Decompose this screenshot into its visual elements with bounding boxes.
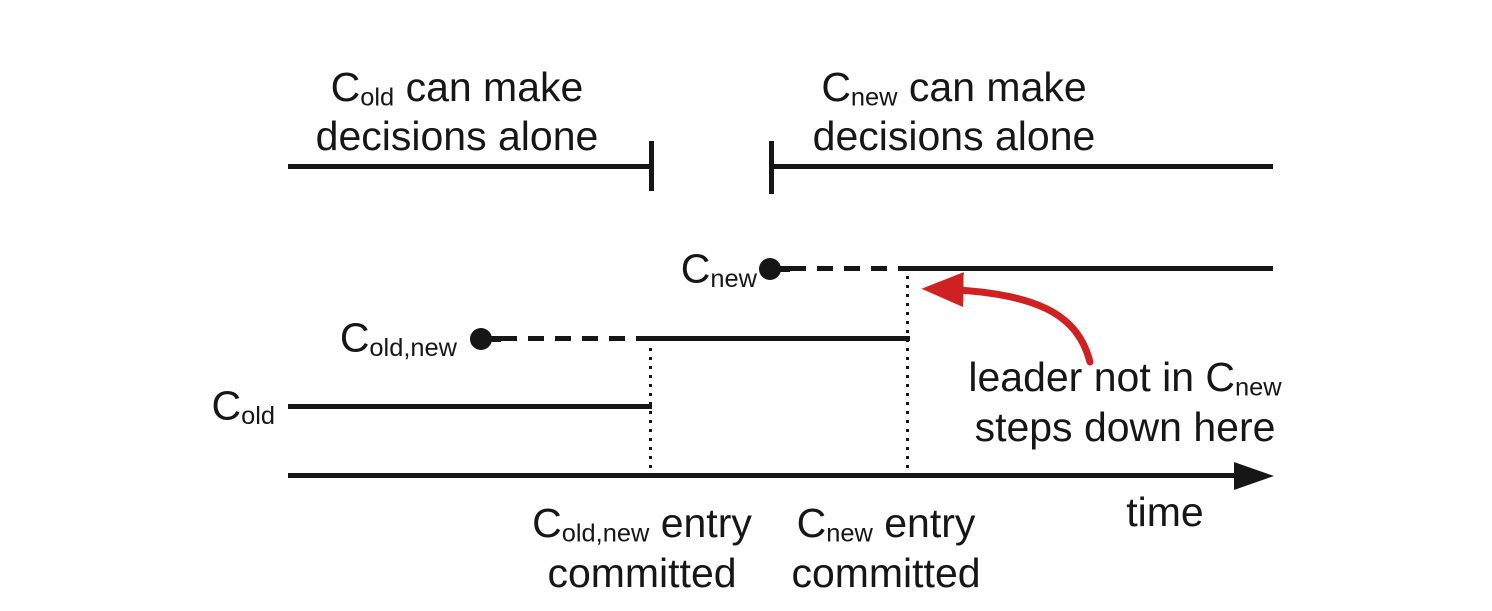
- cnew-symbol: Cnew: [821, 64, 898, 112]
- coldnew-uncommitted-dashed-line: [501, 336, 645, 341]
- time-axis: [288, 473, 1240, 478]
- coldnew-entry-committed-dotted-line: [649, 348, 652, 474]
- cnew-uncommitted-dashed-line: [790, 266, 907, 271]
- cnew-dot-stub: [770, 266, 790, 272]
- cnew-entry-committed-dotted-line: [906, 276, 909, 474]
- cold-symbol: Cold: [330, 64, 395, 112]
- coldnew-symbol: Cold,new: [532, 500, 650, 548]
- row-label-cold: Cold: [211, 382, 275, 431]
- row-label-coldnew: Cold,new: [339, 314, 457, 363]
- cnew-symbol: Cnew: [1205, 354, 1282, 402]
- bracket-label-cnew-decisions: Cnew can make decisions alone: [812, 64, 1096, 159]
- cold-decision-span-end-tick: [649, 141, 654, 191]
- time-axis-arrowhead-icon: [1234, 462, 1274, 490]
- cnew-decision-span-line: [771, 164, 1273, 169]
- leader-steps-down-callout: leader not in Cnew steps down here: [968, 354, 1282, 450]
- coldnew-dot-stub: [481, 336, 501, 342]
- cold-timeline-solid-line: [288, 404, 652, 409]
- bracket-label-cold-decisions: Cold can make decisions alone: [315, 64, 599, 159]
- event-label-cnew-committed: Cnew entry committed: [791, 500, 981, 596]
- cnew-committed-solid-line: [907, 266, 1273, 271]
- coldnew-committed-solid-line: [645, 336, 910, 341]
- time-axis-label: time: [1126, 489, 1204, 535]
- event-label-coldnew-committed: Cold,new entry committed: [532, 500, 752, 596]
- cold-decision-span-line: [288, 164, 652, 169]
- cnew-symbol: Cnew: [796, 500, 873, 548]
- row-label-cnew: Cnew: [680, 245, 757, 294]
